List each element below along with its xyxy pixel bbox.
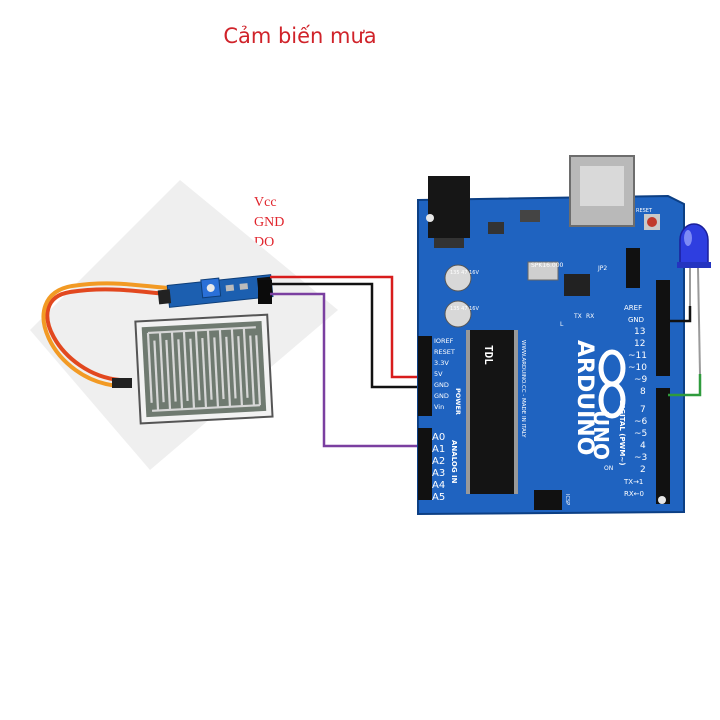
digital-pin-11: ~11 [628, 351, 647, 361]
digital-pin-5: ~5 [634, 429, 647, 439]
cap-label-1: 135 47 16V [450, 270, 479, 276]
board-model: UNO [589, 410, 613, 460]
crystal-label: SPK16.000 [531, 262, 564, 269]
digital-header-bottom [656, 388, 670, 504]
power-pin-5v: 5V [434, 370, 443, 378]
sensor-jumper-wire-orange [41, 281, 169, 388]
digital-pin-9: ~9 [634, 375, 648, 385]
digital-pin-gnd: GND [628, 316, 644, 324]
digital-pin-rx0: RX←0 [624, 490, 644, 498]
website-label: WWW.ARDUINO.CC - MADE IN ITALY [520, 340, 526, 438]
digital-pin-tx1: TX→1 [623, 478, 643, 486]
digital-pin-8: 8 [640, 387, 646, 397]
sensor-jumper-wire-red [45, 287, 169, 382]
small-label-rx: RX [586, 313, 594, 320]
analog-pin-a1: A1 [432, 444, 445, 455]
power-pin-labels: IOREF RESET 3.3V 5V GND GND Vin [434, 337, 455, 411]
digital-pin-3: ~3 [634, 453, 647, 463]
wire-led-gnd [668, 306, 692, 323]
analog-pin-a3: A3 [432, 468, 445, 479]
label-vcc: Vcc [254, 195, 277, 210]
small-label-tx: TX [573, 313, 582, 320]
arduino-board [417, 155, 685, 516]
wire-led-signal [668, 374, 702, 397]
cap-label-2: 135 47 16V [450, 306, 479, 312]
blue-led [677, 223, 711, 268]
analog-pin-a2: A2 [432, 456, 445, 467]
digital-header-top [656, 280, 670, 376]
analog-pin-a5: A5 [432, 492, 445, 503]
digital-pin-12: 12 [634, 339, 645, 349]
capacitor-1 [444, 264, 472, 292]
analog-pin-a4: A4 [432, 480, 445, 491]
digital-pin-6: ~6 [634, 417, 648, 427]
power-pin-3v3: 3.3V [434, 359, 449, 367]
wire-ao [270, 292, 428, 448]
analog-header [418, 428, 432, 500]
small-label-reset: RESET [636, 208, 653, 214]
digital-pin-7: 7 [640, 405, 646, 415]
digital-pin-2: 2 [640, 465, 646, 475]
digital-pin-4: 4 [640, 441, 646, 451]
plate-connector [112, 378, 132, 388]
power-pin-reset: RESET [434, 348, 455, 356]
analog-header-title: ANALOG IN [450, 440, 458, 484]
digital-pin-labels: AREF GND 13 12 ~11 ~10 ~9 8 7 ~6 ~5 4 ~3… [623, 304, 648, 498]
microcontroller-chip [470, 330, 514, 494]
power-pin-vin: Vin [434, 403, 444, 411]
board-name: ARDUINO [572, 340, 597, 455]
wire-gnd [270, 282, 428, 389]
chip-label: TDL [482, 345, 495, 365]
diagram-title: Cảm biến mưa [223, 24, 377, 48]
led-leg-anode [697, 267, 701, 375]
power-header-title: POWER [454, 388, 462, 415]
arduino-logo [598, 349, 626, 419]
digital-header-title: DIGITAL (PWM~) [618, 400, 626, 465]
sensor-module [157, 274, 274, 308]
power-header [418, 336, 432, 416]
power-pin-gnd-2: GND [434, 392, 449, 400]
dc-jack [428, 176, 470, 238]
small-label-l: L [560, 321, 564, 328]
small-label-icsp: ICSP [564, 494, 570, 505]
analog-pin-labels: A0 A1 A2 A3 A4 A5 [432, 432, 445, 503]
small-label-jp2: JP2 [597, 265, 607, 272]
crystal [527, 261, 559, 281]
power-pin-gnd-1: GND [434, 381, 449, 389]
power-pin-ioref: IOREF [434, 337, 454, 345]
digital-pin-10: ~10 [628, 363, 647, 373]
icsp-header [534, 490, 562, 510]
label-gnd: GND [254, 215, 285, 230]
sensor-pin-header [258, 280, 272, 304]
analog-pin-a0: A0 [432, 432, 445, 443]
small-label-on: ON [604, 465, 613, 472]
digital-pin-aref: AREF [624, 304, 642, 312]
rain-sensor-plate [134, 313, 274, 425]
digital-pin-13: 13 [634, 327, 645, 337]
wire-vcc [270, 275, 428, 379]
capacitor-2 [444, 300, 472, 328]
